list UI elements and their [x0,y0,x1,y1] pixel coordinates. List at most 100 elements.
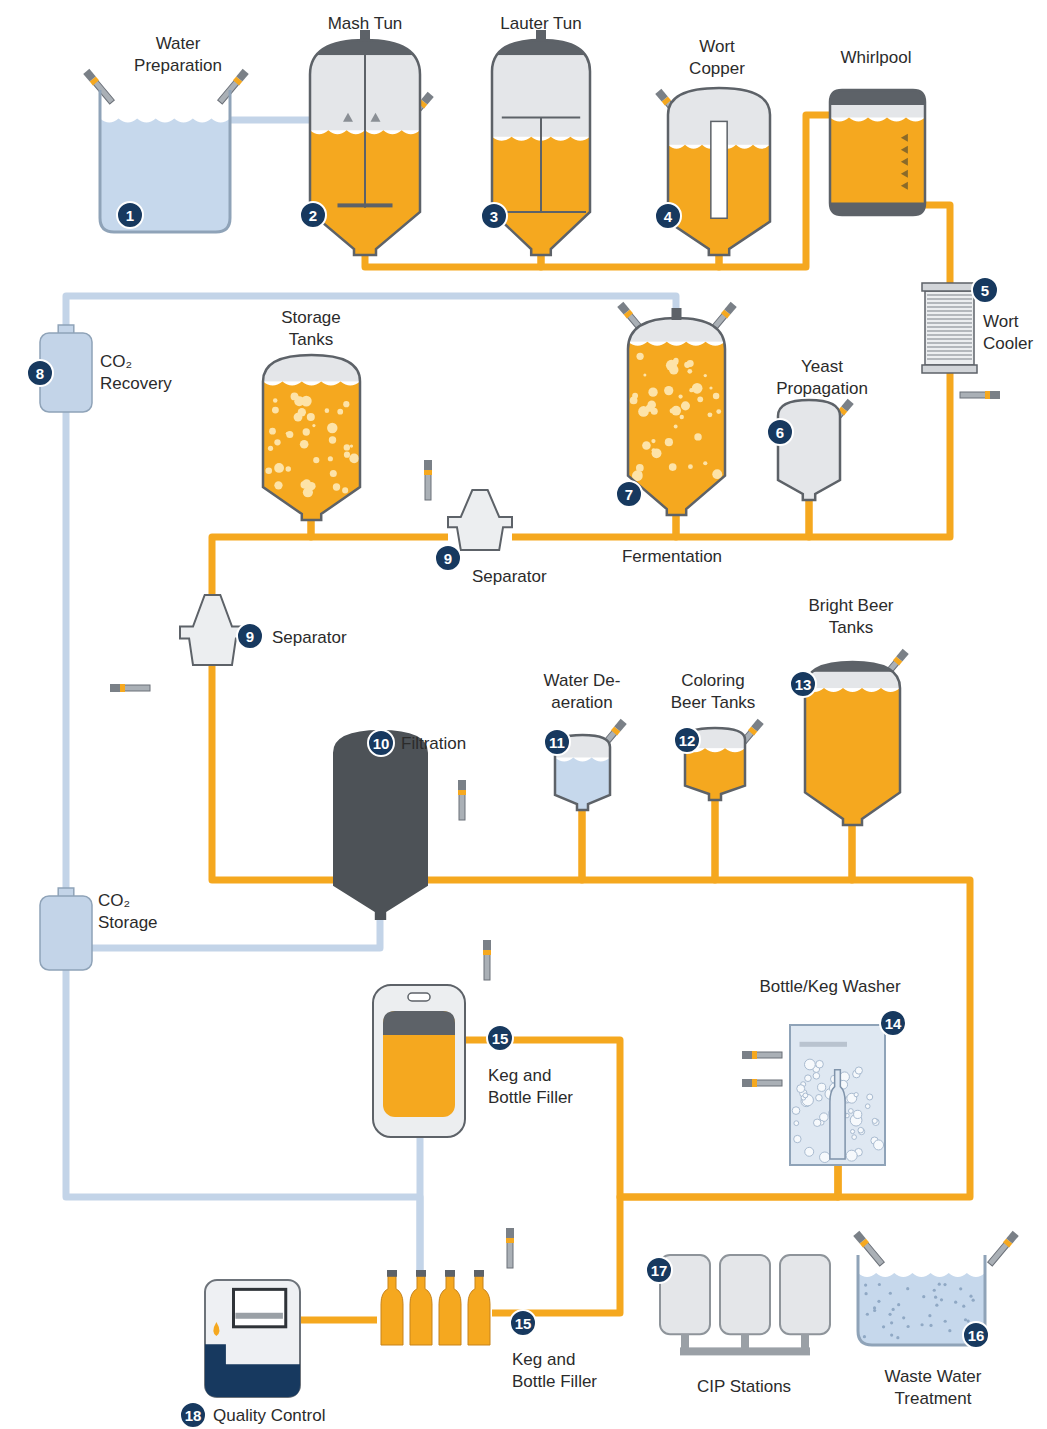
bubble [272,407,279,414]
vessel-drawing [668,88,770,255]
bubble [342,487,348,493]
bubble [268,446,273,451]
particle [896,1336,899,1339]
callout-number: 11 [549,735,565,750]
bubble [350,444,353,447]
bubble [794,1135,801,1142]
pipe-connector [212,520,311,595]
bubble [291,393,299,401]
bubble [352,459,356,463]
vessel-label: Keg and Bottle Filler [512,1349,617,1393]
flow-mark [901,182,908,190]
bubble [330,470,337,477]
vessel-label: Whirlpool [841,47,912,69]
probe-rod [218,80,239,104]
probe-head [458,780,466,790]
bottle-cap [474,1270,484,1277]
cooler-plate [927,303,972,304]
bubble [325,408,330,413]
probe-rod [863,1242,884,1266]
particle [878,1283,881,1286]
particle [969,1295,972,1298]
process-vessel: Bright Beer Tanks13 [805,662,900,825]
bubble [820,1113,829,1122]
probe-head [483,940,491,950]
sample-drop [213,1322,219,1336]
probe-band [752,1079,757,1087]
bubble [337,409,343,415]
bubble [805,1059,816,1070]
probe-head [742,1051,752,1059]
bubble [803,1093,808,1098]
bubble [851,1129,855,1133]
bubble [816,1060,824,1068]
liquid [263,381,360,522]
process-vessel: Keg and Bottle Filler15 [377,1270,492,1345]
particle [864,1283,867,1286]
analyzer-screen [234,1289,286,1326]
process-vessel: Lauter Tun3 [492,40,590,255]
probe-head [424,460,432,470]
vessel-drawing [830,90,925,215]
keg-beer [383,1011,455,1117]
cooler-plate [927,299,972,300]
particle [972,1299,975,1302]
bubble [300,440,309,449]
callout-number: 14 [885,1016,902,1031]
separator-body [448,490,512,550]
probe-rod [425,474,431,500]
bubble [274,463,284,473]
spray-bar [800,1042,848,1047]
cooler-plate [927,359,972,360]
vessel-label: Yeast Propagation [767,356,877,400]
callout-number: 6 [776,425,784,440]
cooler-end [922,283,977,291]
probe-head [421,92,434,105]
bottle [381,1276,403,1345]
probe-head [655,89,668,102]
bubble [637,472,642,477]
bubble [647,401,655,409]
particle [943,1283,946,1286]
vessel-label: Bottle/Keg Washer [759,976,900,998]
bubble [286,431,293,438]
vessel-label: Bright Beer Tanks [801,595,901,639]
bubble [792,1107,800,1115]
bubble [312,424,315,427]
probe-rod [988,1242,1009,1266]
callout-number: 3 [490,209,498,224]
liquid [805,688,900,827]
vessel-drawing [492,40,590,255]
vessel-label: Keg and Bottle Filler [488,1065,593,1109]
bubble [794,1121,799,1126]
vessel-drawing [778,400,840,500]
callout-badge: 16 [962,1321,990,1349]
bubble [712,469,722,479]
cooler-end [922,365,977,373]
cooler-plate [927,327,972,328]
keg-handle [408,993,430,1001]
particle [877,1300,880,1303]
probe-rod [756,1080,782,1086]
particle [962,1305,965,1308]
particle [892,1308,895,1311]
probe-band [985,391,990,399]
bubble [286,432,289,435]
bubble [343,401,349,407]
sensor-probe [458,780,466,820]
probe-band [483,950,491,955]
bubble [684,362,690,368]
analyzer-body [205,1280,300,1397]
bubble [265,467,272,474]
bubble [328,456,333,461]
cooler-plate [927,319,972,320]
cooler-body [925,291,974,365]
process-vessel: Filtration10 [333,730,428,920]
probe-rod [756,1052,782,1058]
flow-mark [901,134,908,142]
bubble [709,386,712,389]
vessel-outline [668,88,770,255]
bubble [636,353,643,360]
particle [888,1313,891,1316]
particle [922,1295,925,1298]
